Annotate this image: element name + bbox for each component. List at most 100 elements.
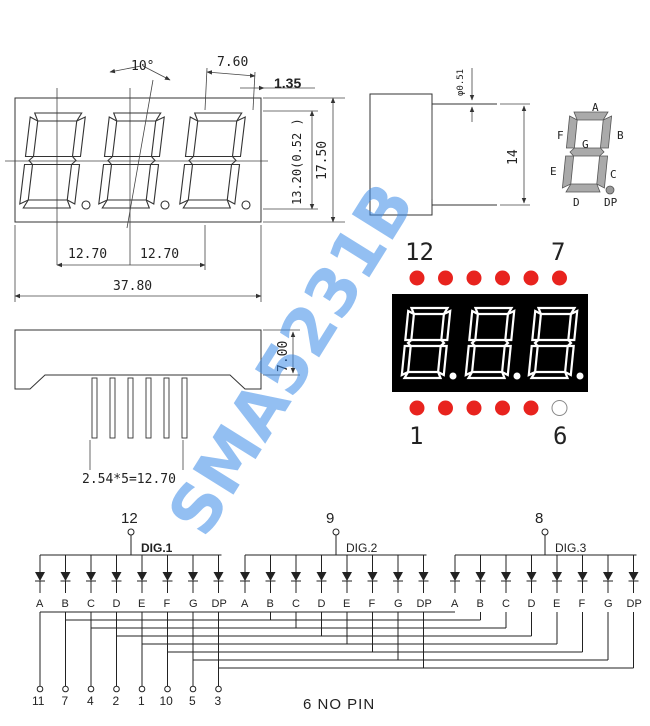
diode-icon — [393, 572, 403, 581]
diode-icon — [418, 572, 429, 581]
pin-terminal-icon — [36, 685, 44, 693]
display-digit-2 — [464, 306, 516, 380]
segment-legend: A B C D E F G DP — [550, 101, 624, 209]
bottom-pin-label: 7 — [62, 694, 69, 708]
segment-c — [226, 163, 241, 205]
pitch1-label: 12.70 — [68, 247, 107, 262]
segment-label: B — [62, 598, 69, 610]
diode-icon — [60, 572, 71, 581]
diode-icon — [501, 572, 511, 581]
digit-pin-label: 8 — [535, 510, 543, 527]
segment-e — [561, 155, 575, 189]
front-view: 10° 7.60 1.35 13.20(0.52 ) 17.50 12.70 1… — [5, 55, 345, 302]
front-dp-icon — [241, 200, 251, 210]
pin-leg — [109, 377, 116, 439]
angle-label: 10° — [131, 59, 154, 74]
segment-e — [179, 163, 194, 205]
segment-label: F — [369, 598, 376, 610]
segment-label: C — [292, 598, 300, 610]
segment-e — [464, 344, 476, 377]
diode-icon — [240, 572, 250, 581]
pin-label-1: 1 — [409, 422, 423, 450]
pin-dot-bottom — [523, 400, 539, 416]
pin-dot-top — [552, 270, 567, 286]
pin-dot-top — [523, 270, 539, 286]
segment-d — [529, 370, 570, 380]
front-dp-icon — [160, 200, 170, 210]
segment-g — [533, 338, 573, 348]
display-dp-icon — [449, 372, 457, 380]
side-depth-label: 14 — [506, 149, 521, 165]
display-dp-icon — [513, 372, 521, 380]
diode-icon — [367, 572, 378, 581]
diode-icon — [86, 572, 96, 581]
diode-icon — [342, 572, 352, 581]
legend-f: F — [557, 129, 564, 142]
legend-d: D — [573, 196, 580, 209]
segment-d — [565, 183, 601, 193]
pin-leg — [127, 377, 134, 439]
front-digit-3 — [179, 112, 246, 209]
segment-offset-label: 1.35 — [274, 75, 301, 91]
pin-dot-top — [409, 270, 425, 286]
legend-dp: DP — [604, 196, 618, 209]
front-digit-2 — [98, 112, 165, 209]
display-dp-icon — [576, 372, 584, 380]
legend-c: C — [610, 168, 617, 181]
pin-leg — [181, 377, 188, 439]
diode-icon — [291, 572, 301, 581]
pin-terminal-icon — [138, 685, 146, 693]
pin-dot-bottom — [409, 400, 425, 416]
pin-dot-bottom — [438, 400, 453, 416]
segment-label: E — [343, 598, 350, 610]
segment-f — [24, 116, 39, 158]
pin-label-6: 6 — [553, 422, 567, 450]
digit-width-label: 7.60 — [217, 55, 248, 70]
segment-c — [145, 163, 160, 205]
pin-dot-top — [495, 270, 510, 286]
segment-label: A — [36, 598, 44, 610]
segment-c — [66, 163, 81, 205]
display-body — [392, 294, 588, 392]
pin-terminal-icon — [62, 685, 69, 693]
no-pin-note: 6 NO PIN — [303, 696, 375, 713]
bottom-pin-label: 11 — [32, 694, 45, 708]
legend-a: A — [592, 101, 599, 114]
segment-label: G — [189, 598, 198, 610]
pinout-display: 12 7 1 6 — [392, 238, 588, 450]
pin-dot-empty — [551, 400, 568, 416]
pin-terminal-icon — [164, 685, 171, 693]
digit-pin-label: 12 — [121, 510, 138, 527]
segment-label: F — [579, 598, 586, 610]
diode-icon — [137, 572, 147, 581]
diode-icon — [475, 572, 486, 581]
diode-icon — [603, 572, 613, 581]
height-label: 17.50 — [315, 141, 330, 180]
segment-e — [19, 163, 34, 205]
segment-label: E — [138, 598, 145, 610]
side-view: φ0.51 14 — [369, 68, 530, 216]
common-pin-icon — [332, 528, 340, 536]
segment-e — [98, 163, 113, 205]
watermark: SMA5231B — [153, 170, 429, 549]
segment-a — [33, 112, 83, 122]
segment-label: B — [267, 598, 274, 610]
segment-g — [188, 155, 237, 166]
pin-label-7: 7 — [551, 238, 565, 266]
segment-d — [22, 199, 72, 209]
body-height-label: 7.00 — [276, 341, 291, 372]
legend-g: G — [582, 138, 589, 151]
segment-label: B — [477, 598, 484, 610]
segment-label: D — [113, 598, 121, 610]
pin-terminal-icon — [113, 685, 120, 693]
diode-icon — [552, 572, 562, 581]
pin-dot-bottom — [466, 400, 482, 416]
diode-icon — [188, 572, 198, 581]
bottom-pin-label: 2 — [113, 694, 120, 708]
segment-a — [112, 112, 162, 122]
segment-g — [569, 147, 605, 157]
